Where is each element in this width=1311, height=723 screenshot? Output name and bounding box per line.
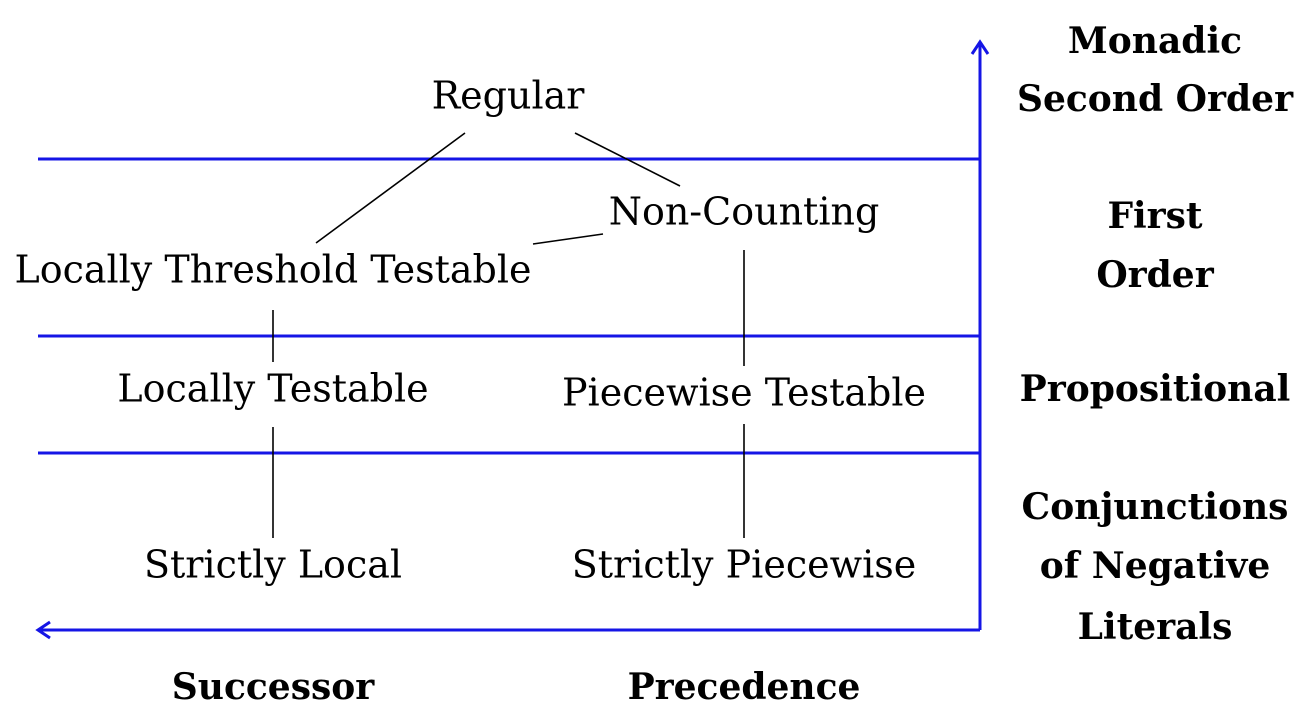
axis-label-successor: Successor <box>172 666 375 708</box>
level-prop-line1: Propositional <box>1020 368 1291 410</box>
node-piecewise-testable: Piecewise Testable <box>562 371 926 415</box>
logic-axis-arrowhead <box>970 39 990 55</box>
level-mso-line1: Monadic <box>1068 20 1242 62</box>
node-non-counting: Non-Counting <box>609 190 880 234</box>
level-fo-line2: Order <box>1096 254 1214 296</box>
node-strictly-piecewise: Strictly Piecewise <box>572 543 917 587</box>
edge-regular-noncounting <box>574 132 681 187</box>
level-fo-line1: First <box>1107 195 1202 237</box>
level-cnl-line1: Conjunctions <box>1022 486 1289 528</box>
node-strictly-local: Strictly Local <box>144 543 402 587</box>
level-mso-line2: Second Order <box>1017 78 1294 120</box>
level-cnl-line3: Literals <box>1078 606 1233 648</box>
node-locally-testable: Locally Testable <box>117 367 428 411</box>
node-locally-threshold-testable: Locally Threshold Testable <box>14 248 531 292</box>
edge-regular-ltt <box>315 132 466 244</box>
level-cnl-line2: of Negative <box>1040 545 1270 587</box>
node-regular: Regular <box>432 74 586 118</box>
edge-noncounting-ltt <box>532 233 604 245</box>
relation-axis-arrowhead <box>35 620 51 640</box>
axis-label-precedence: Precedence <box>628 666 861 708</box>
